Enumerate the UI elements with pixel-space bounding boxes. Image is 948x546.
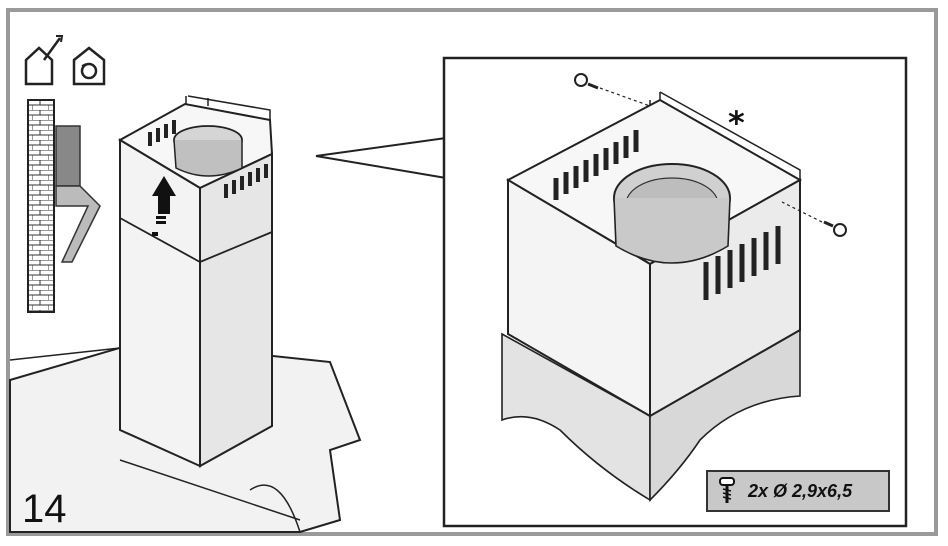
screw-icon [719, 477, 735, 503]
chimney [117, 95, 274, 468]
callout-pointer [315, 137, 447, 179]
screw-spec-label: 2x Ø 2,9x6,5 [748, 480, 853, 501]
wall-hood-side [55, 125, 101, 263]
house-exhaust-icon [24, 35, 64, 86]
step-number: 14 [22, 487, 67, 531]
screw-spec-badge: 2x Ø 2,9x6,5 [706, 470, 890, 512]
house-recirculation-icon [72, 46, 106, 86]
detail-chimney [501, 73, 847, 502]
screw-top [574, 73, 651, 107]
brick-wall [27, 99, 55, 313]
attention-marker: * [728, 104, 745, 142]
screw-right [781, 201, 847, 237]
